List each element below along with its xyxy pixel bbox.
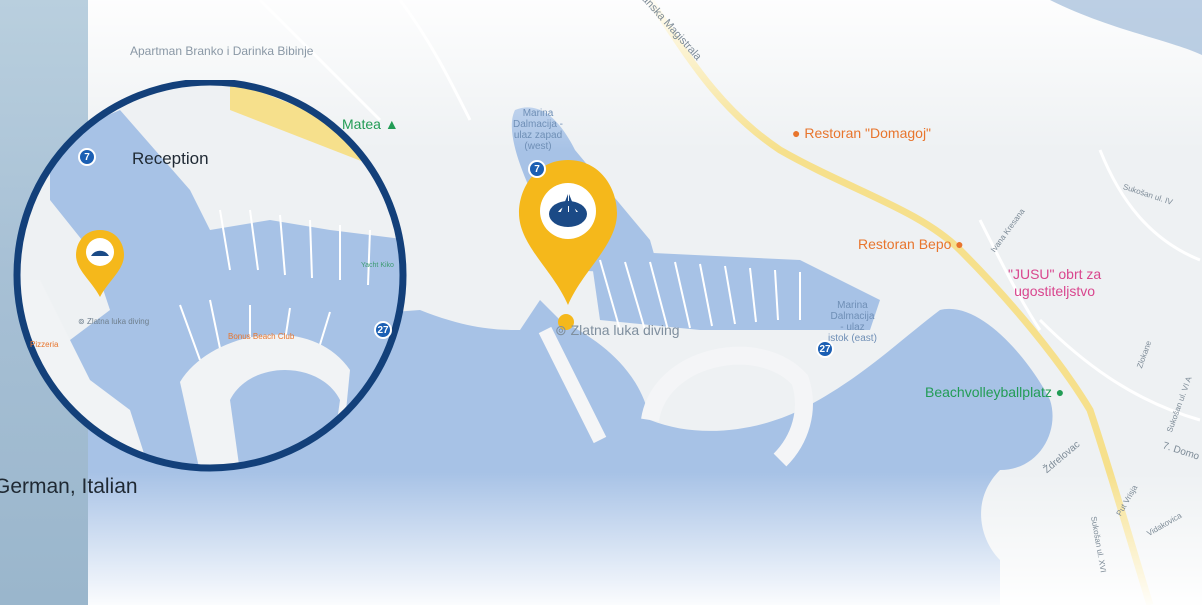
poi-restoran-bepo[interactable]: Restoran Bepo ● [858, 236, 964, 252]
poi-matea[interactable]: Matea ▲ [342, 116, 399, 132]
poi-marina-west[interactable]: Marina Dalmacija - ulaz zapad (west) [513, 108, 564, 152]
inset-zoom-map[interactable] [10, 80, 410, 472]
inset-bonus-label: Bonus Beach Club [228, 332, 295, 341]
top-right-water [1050, 0, 1202, 55]
poi-matea-label: Matea [342, 116, 381, 132]
inset-badge-right[interactable]: 27 [374, 321, 392, 339]
inset-reception-label: Reception [132, 149, 209, 168]
diving-icon: ⊚ [555, 322, 567, 338]
park-icon: ▲ [384, 116, 399, 132]
diving-icon: ⊚ [78, 317, 85, 326]
inset-yacht-label: Yacht Kiko [361, 262, 394, 269]
restaurant-icon: ● [955, 236, 964, 252]
poi-zlatna-luka-label: Zlatna luka diving [570, 322, 680, 338]
poi-beachvolleyball[interactable]: Beachvolleyballplatz ● [925, 384, 1064, 400]
poi-marina-east[interactable]: Marina Dalmacija - ulaz istok (east) [828, 300, 877, 344]
poi-zlatna-luka[interactable]: ⊚ Zlatna luka diving [555, 322, 680, 338]
inset-zlatna-text: Zlatna luka diving [86, 317, 150, 326]
poi-restoran-bepo-label: Restoran Bepo [858, 236, 952, 252]
poi-beachvolleyball-label: Beachvolleyballplatz [925, 384, 1052, 400]
pin-dot [558, 314, 574, 330]
poi-jusu[interactable]: "JUSU" obrt za ugostiteljstvo [1008, 266, 1102, 299]
caption-languages: German, Italian [0, 475, 138, 498]
poi-restoran-domagoj[interactable]: ● Restoran "Domagoj" [792, 125, 931, 141]
inset-zlatna-label: ⊚ Zlatna luka diving [78, 317, 149, 326]
poi-apartman[interactable]: Apartman Branko i Darinka Bibinje [130, 44, 314, 58]
restaurant-icon: ● [792, 125, 801, 141]
inset-badge-top[interactable]: 7 [78, 148, 96, 166]
marina-east-badge[interactable]: 27 [816, 340, 834, 358]
inset-border [13, 80, 407, 472]
poi-restoran-domagoj-label: Restoran "Domagoj" [804, 125, 932, 141]
inset-pizzeria-label: Pizzeria [30, 340, 59, 349]
sailboat-icon [549, 194, 587, 227]
marina-west-badge[interactable]: 7 [528, 160, 546, 178]
sport-icon: ● [1055, 384, 1065, 400]
